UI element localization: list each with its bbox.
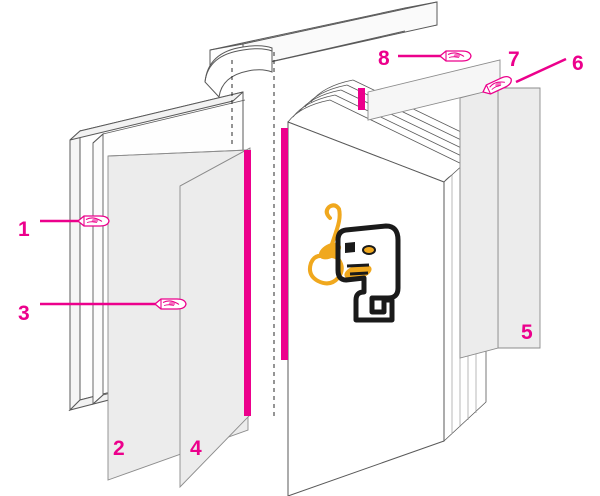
dust-jacket-panel — [459, 87, 541, 359]
callout-leaders — [40, 54, 567, 306]
callout-label-7: 7 — [508, 48, 520, 71]
callout-marker-1 — [77, 215, 110, 227]
callout-label-6: 6 — [572, 52, 584, 75]
back-board-glue-band — [358, 88, 365, 110]
callout-label-2: 2 — [113, 437, 125, 460]
callout-label-8: 8 — [378, 47, 390, 70]
callout-label-1: 1 — [18, 218, 30, 241]
callout-marker-8 — [439, 50, 472, 62]
left-flap-glue-band — [244, 150, 251, 416]
abstract-face-illustration — [307, 203, 401, 323]
callout-label-3: 3 — [18, 302, 30, 325]
book-block-spine-glue-band — [281, 128, 288, 360]
hinge-dashed-lines — [231, 52, 275, 420]
callout-label-4: 4 — [190, 437, 202, 460]
callout-marker-3 — [154, 298, 187, 310]
callout-label-5: 5 — [521, 321, 533, 344]
